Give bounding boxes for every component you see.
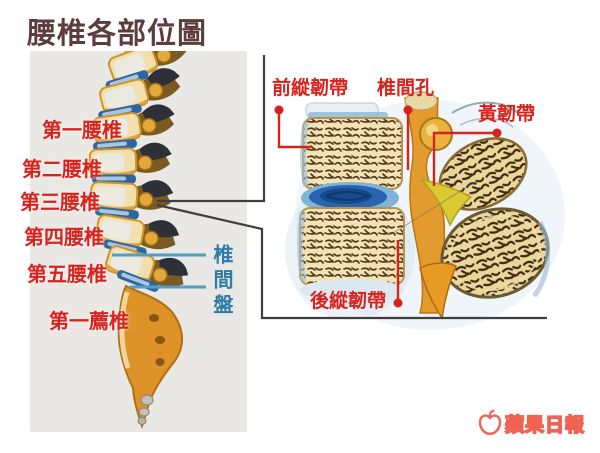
page-title: 腰椎各部位圖	[27, 18, 208, 50]
logo-text: 蘋果日報	[504, 414, 586, 437]
label-sacral-1: 第一薦椎	[49, 311, 129, 333]
posterior-ligament-dot	[393, 298, 403, 308]
label-lumbar-2: 第二腰椎	[22, 159, 102, 181]
spine-side-view-illustration	[87, 51, 206, 430]
label-posterior-longitudinal-ligament: 後縱韌帶	[310, 291, 387, 312]
label-intervertebral-disc: 椎間盤	[210, 244, 232, 319]
label-lumbar-5: 第五腰椎	[27, 264, 107, 286]
disc-pointer-lines	[112, 253, 206, 289]
label-anterior-longitudinal-ligament: 前縱韌帶	[272, 78, 349, 99]
label-yellow-ligament: 黃韌帶	[478, 104, 536, 125]
anterior-ligament-dot	[274, 105, 284, 115]
label-intervertebral-foramen: 椎間孔	[377, 78, 435, 99]
label-lumbar-4: 第四腰椎	[24, 227, 104, 249]
apple-icon	[478, 409, 502, 435]
callout-bracket-lines	[156, 55, 547, 320]
foramen-dot	[403, 105, 413, 115]
newspaper-logo: 蘋果日報	[477, 409, 585, 437]
label-lumbar-1: 第一腰椎	[42, 120, 122, 142]
ligament-pointer-lines	[274, 105, 502, 308]
vertebra-closeup-illustration	[285, 91, 565, 330]
label-lumbar-3: 第三腰椎	[20, 192, 100, 214]
yellow-ligament-dot	[492, 128, 502, 138]
